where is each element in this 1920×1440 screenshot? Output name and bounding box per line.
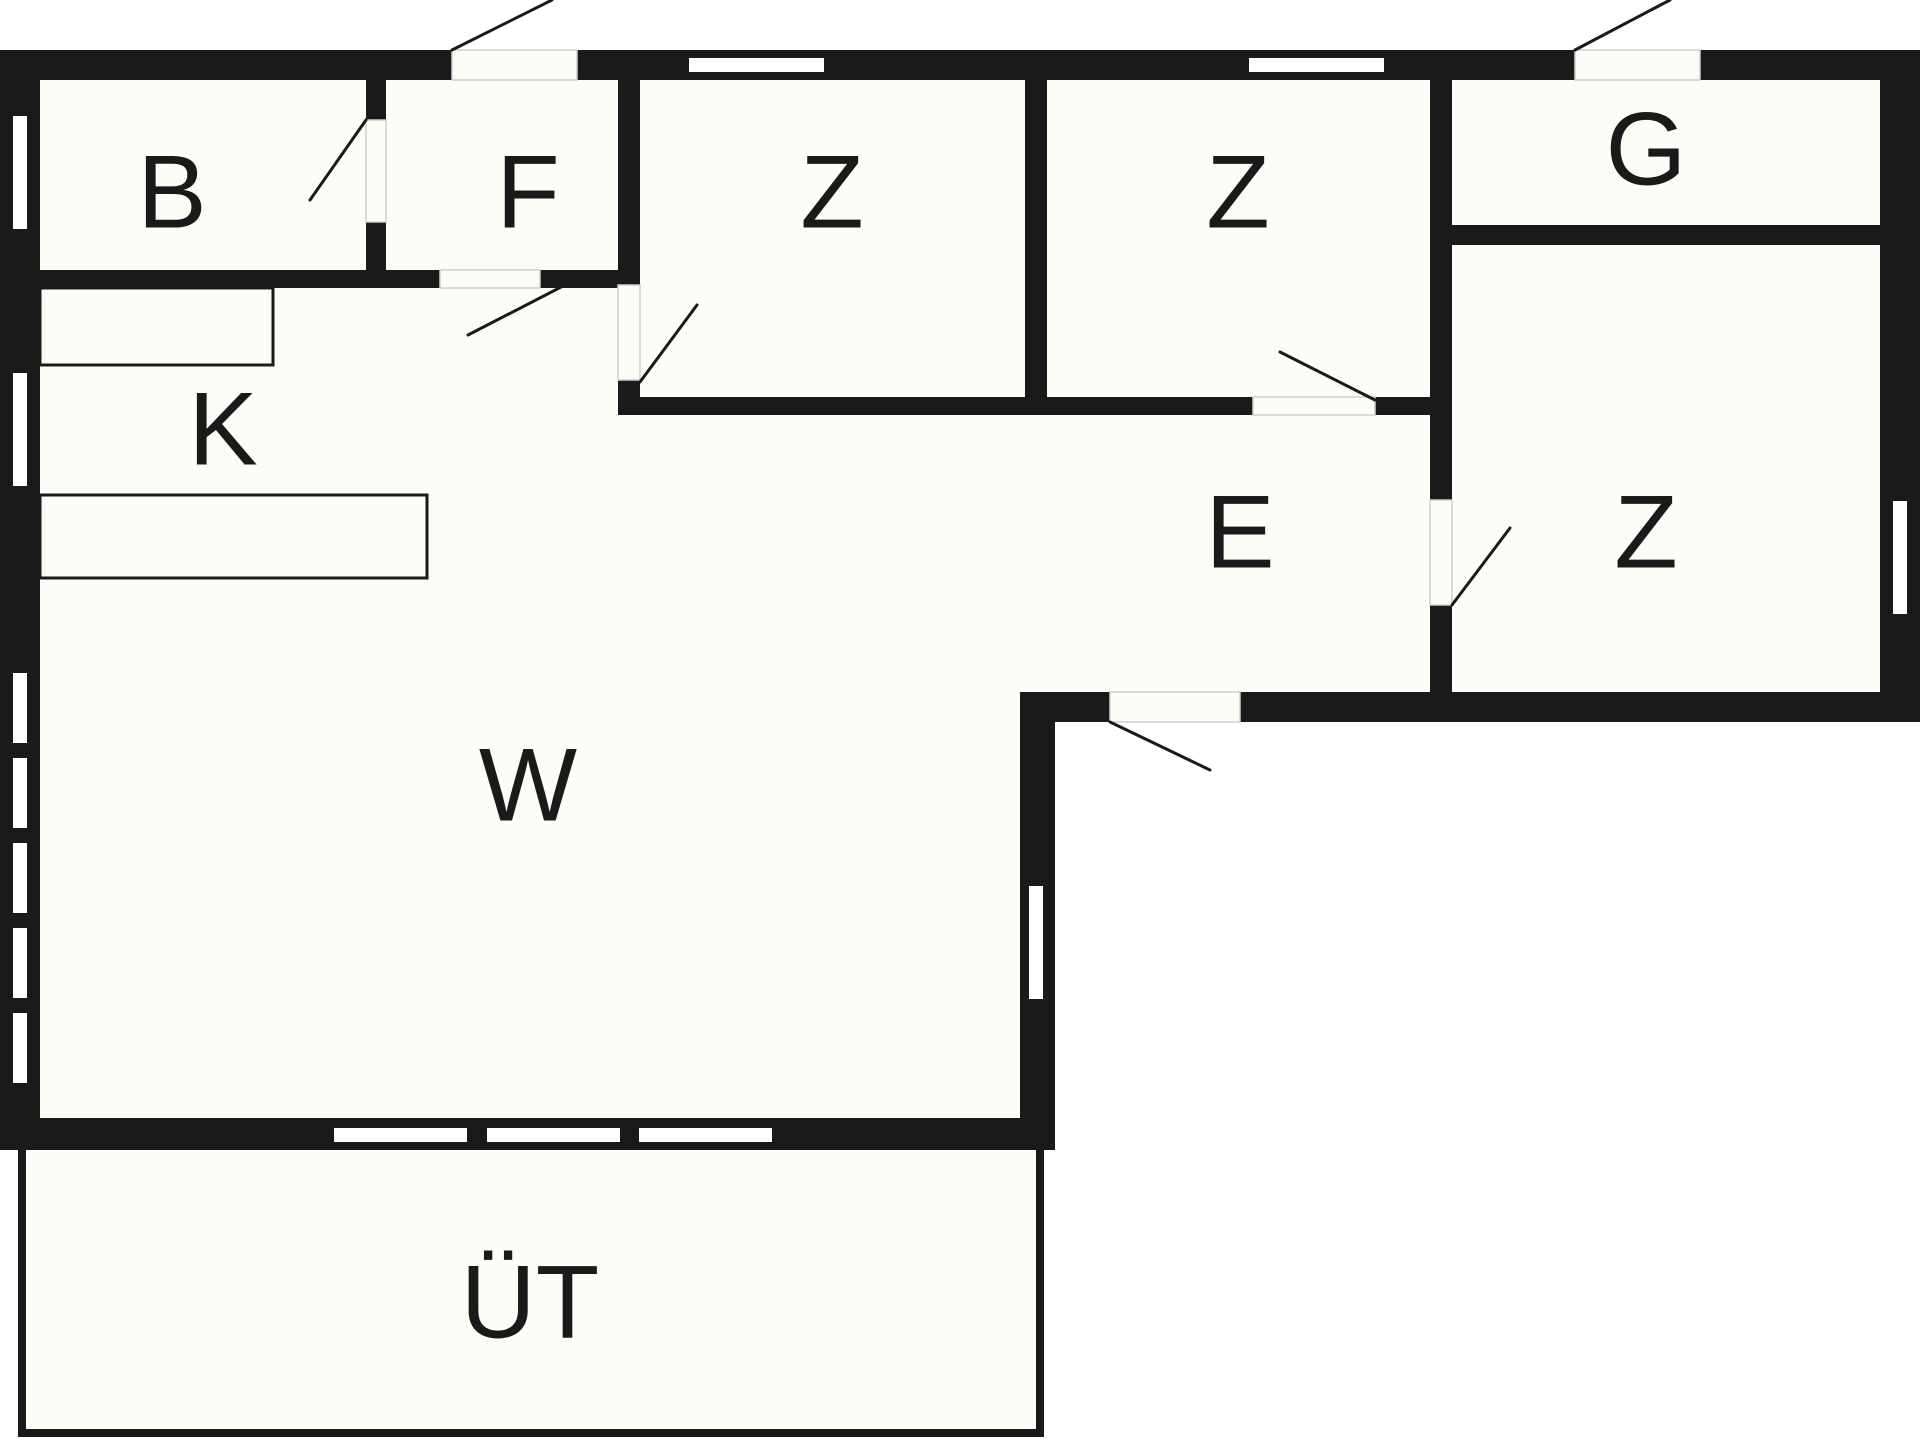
door-opening-entrance bbox=[1109, 691, 1241, 723]
room-label-f: F bbox=[496, 134, 560, 250]
room-label-w: W bbox=[479, 727, 577, 843]
door-swing-b-f bbox=[308, 118, 368, 202]
door-swing-z3 bbox=[1450, 526, 1512, 607]
room-labels: B F Z Z G K E Z W ÜT bbox=[137, 91, 1686, 1360]
door-swing-top-right bbox=[1573, 0, 1672, 52]
wall-g-z3 bbox=[1430, 225, 1882, 245]
door-opening-z2 bbox=[1252, 396, 1376, 416]
window-left-2 bbox=[11, 371, 29, 488]
window-top-2 bbox=[1247, 56, 1386, 74]
window-left-4 bbox=[11, 756, 29, 830]
windows bbox=[11, 56, 1909, 1144]
floor-area bbox=[0, 50, 1920, 1435]
window-left-3 bbox=[11, 671, 29, 745]
door-swing-z1 bbox=[638, 303, 699, 384]
door-swing-z2 bbox=[1278, 350, 1377, 402]
door-opening-f-kitchen bbox=[439, 269, 541, 289]
terrace-outline bbox=[18, 1148, 1044, 1437]
door-opening-entry-top bbox=[451, 49, 578, 81]
window-left-6 bbox=[11, 926, 29, 1000]
window-left-5 bbox=[11, 841, 29, 915]
door-opening-b-f bbox=[365, 119, 387, 223]
window-top-1 bbox=[687, 56, 826, 74]
window-right-1 bbox=[1891, 499, 1909, 616]
wall-f-z1 bbox=[618, 80, 640, 285]
terrace-floor bbox=[20, 1150, 1040, 1435]
wall-z1-z2 bbox=[1025, 80, 1047, 410]
door-swing-entrance bbox=[1108, 720, 1212, 772]
wall-z2-g bbox=[1430, 80, 1452, 500]
wall-e-z3 bbox=[1430, 605, 1452, 705]
room-label-k: K bbox=[188, 371, 257, 487]
room-label-z3: Z bbox=[1614, 474, 1678, 590]
door-opening-z1 bbox=[617, 284, 641, 381]
door-swings bbox=[308, 0, 1672, 772]
door-opening-z3 bbox=[1429, 499, 1453, 606]
window-left-7 bbox=[11, 1011, 29, 1085]
door-opening-top-right bbox=[1574, 49, 1701, 81]
counter-top bbox=[38, 286, 275, 367]
door-swing-entry-top bbox=[450, 0, 554, 52]
window-step bbox=[1027, 884, 1045, 1001]
main-floor bbox=[0, 50, 1920, 1150]
wall-z-corridor bbox=[618, 397, 1253, 415]
counter-bottom bbox=[38, 493, 429, 580]
room-label-z1: Z bbox=[800, 134, 864, 250]
wall-right bbox=[1880, 50, 1920, 720]
door-openings bbox=[365, 49, 1701, 723]
window-bottom-3 bbox=[637, 1126, 774, 1144]
door-swing-f-kitchen bbox=[466, 283, 567, 337]
wall-b-kitchen bbox=[40, 270, 440, 288]
room-label-z2: Z bbox=[1206, 134, 1270, 250]
room-label-e: E bbox=[1205, 474, 1274, 590]
room-label-g: G bbox=[1606, 91, 1687, 207]
room-label-b: B bbox=[137, 134, 206, 250]
kitchen-counters bbox=[38, 286, 429, 580]
window-bottom-1 bbox=[332, 1126, 469, 1144]
window-bottom-2 bbox=[485, 1126, 622, 1144]
window-left-1 bbox=[11, 114, 29, 231]
wall-z-corridor-2 bbox=[1375, 397, 1440, 415]
room-label-ut: ÜT bbox=[461, 1244, 600, 1360]
